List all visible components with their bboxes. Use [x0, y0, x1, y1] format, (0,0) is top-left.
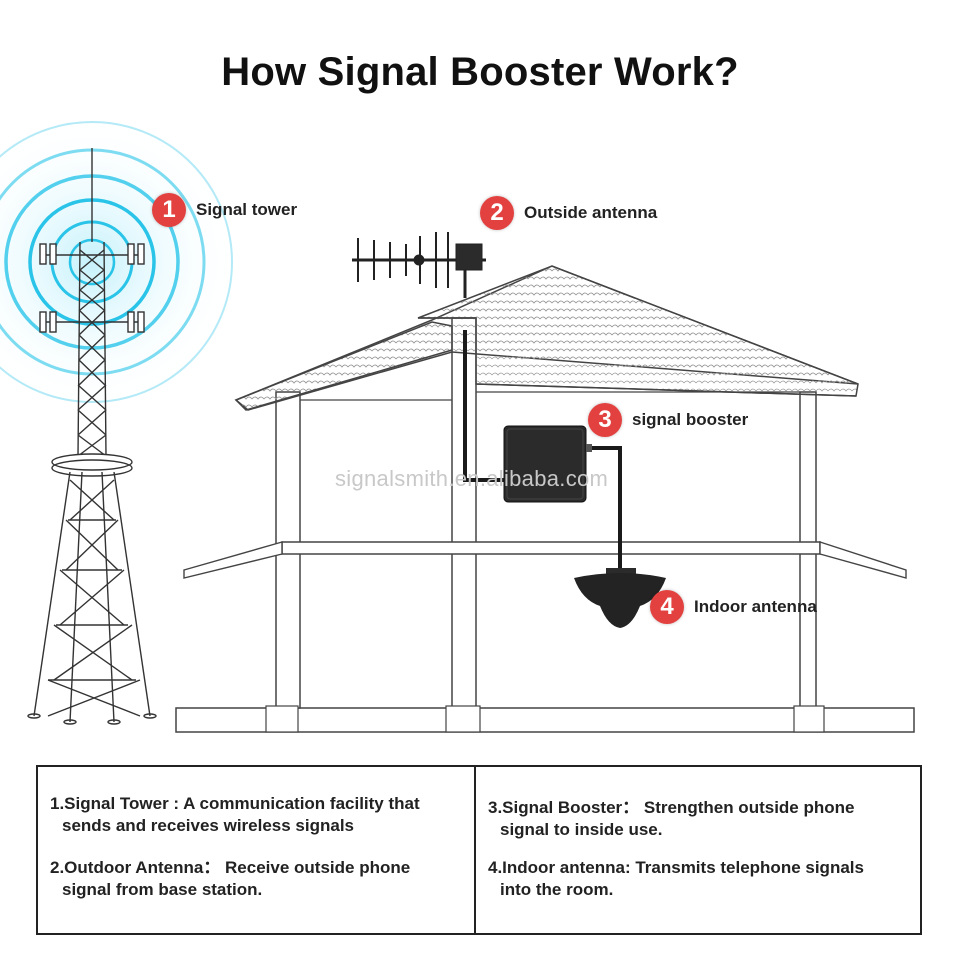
- signal-tower: [27, 148, 157, 725]
- callout-label: Indoor antenna: [694, 597, 817, 616]
- legend-line: 1.Signal Tower : A communication facilit…: [50, 794, 420, 813]
- callout-number: 4: [650, 590, 684, 624]
- house: [175, 265, 915, 733]
- legend-line: signal to inside use.: [500, 820, 663, 839]
- legend-line: sends and receives wireless signals: [62, 816, 354, 835]
- indoor-cable: [592, 446, 622, 578]
- legend-item-indoor-antenna: 4.Indoor antenna: Transmits telephone si…: [488, 857, 864, 901]
- booster-unit: [503, 425, 592, 503]
- indoor-antenna: [574, 568, 666, 628]
- legend-box: 1.Signal Tower : A communication facilit…: [36, 765, 922, 935]
- legend-line: 2.Outdoor Antenna： Receive outside phone: [50, 858, 411, 877]
- callout-indoor-antenna: 4 Indoor antenna: [650, 590, 817, 624]
- callout-signal-tower: 1 Signal tower: [152, 193, 297, 227]
- callout-number: 3: [588, 403, 622, 437]
- callout-signal-booster: 3 signal booster: [588, 403, 748, 437]
- callout-outside-antenna: 2 Outside antenna: [480, 196, 657, 230]
- legend-item-outdoor-antenna: 2.Outdoor Antenna： Receive outside phone…: [50, 857, 410, 901]
- legend-line: 4.Indoor antenna: Transmits telephone si…: [488, 858, 864, 877]
- signal-waves: [0, 112, 242, 412]
- legend-item-signal-booster: 3.Signal Booster： Strengthen outside pho…: [488, 797, 854, 841]
- callout-label: Signal tower: [196, 200, 298, 219]
- legend-line: into the room.: [500, 880, 614, 899]
- legend-item-signal-tower: 1.Signal Tower : A communication facilit…: [50, 793, 420, 837]
- watermark: signalsmith.en.alibaba.com: [335, 466, 609, 491]
- callout-label: signal booster: [632, 410, 749, 429]
- antenna-cable: [463, 330, 505, 482]
- legend-line: 3.Signal Booster： Strengthen outside pho…: [488, 798, 855, 817]
- callout-number: 2: [480, 196, 514, 230]
- callout-number: 1: [152, 193, 186, 227]
- outside-antenna: [352, 232, 486, 298]
- callout-label: Outside antenna: [524, 203, 658, 222]
- page-title: How Signal Booster Work?: [221, 50, 739, 94]
- legend-line: signal from base station.: [62, 880, 263, 899]
- legend-divider: [474, 767, 476, 933]
